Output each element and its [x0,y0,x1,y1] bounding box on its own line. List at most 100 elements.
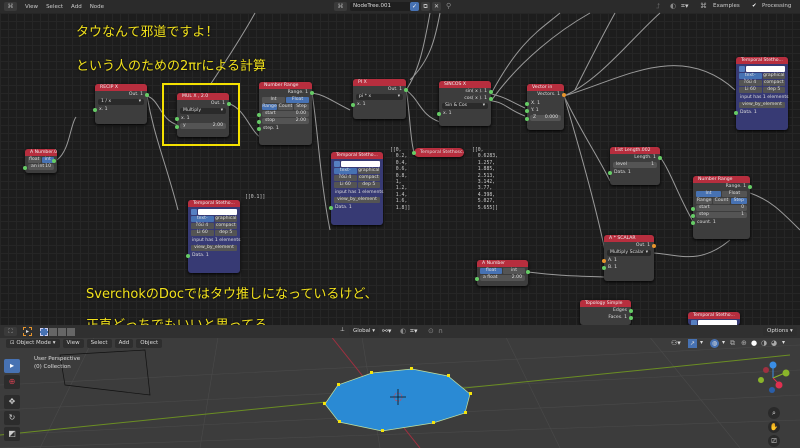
menu-view[interactable]: View [62,339,84,348]
rounding-field[interactable]: rou 4 [334,175,357,181]
view-by-element-button[interactable]: view_by_element [334,197,380,203]
node-temporal-stethoscope-3[interactable]: Temporal Stetho... text-bas...graphical … [734,57,789,130]
color-swatch[interactable] [334,161,340,167]
mode-float-button[interactable]: float [28,157,41,163]
output-socket-edges[interactable] [629,308,633,313]
node-header[interactable]: PI X [353,79,406,86]
chevron-down-icon[interactable]: ▾ [700,339,704,346]
line-width-field[interactable]: Li 60 [191,230,214,236]
select-extend-icon[interactable] [49,327,57,336]
menu-add[interactable]: Add [71,3,82,10]
xray-icon[interactable]: ⧉ [730,339,735,347]
color-swatch[interactable] [191,209,197,215]
function-dropdown[interactable]: Multiply▾ [180,108,226,114]
select-subtract-icon[interactable] [58,327,66,336]
input-socket[interactable] [734,110,738,115]
depth-field[interactable]: dep 5 [762,87,785,93]
output-socket-faces[interactable] [629,315,633,320]
node-header[interactable]: A * SCALAR [604,235,654,242]
select-tool-icon[interactable]: ▸ [23,327,32,336]
input-socket-step[interactable] [691,213,695,218]
output-socket[interactable] [658,155,662,160]
proportional-edit-icon[interactable]: ⊙ [428,327,434,335]
mode-float-button[interactable]: float [480,268,502,274]
wireframe-shading-icon[interactable]: ⊕ [741,339,747,347]
y-value-field[interactable]: 2.00 [212,123,223,128]
output-socket-sin[interactable] [489,89,493,94]
snap-icon[interactable]: ◐ [400,327,407,335]
node-recip-x[interactable]: RECIP X Out. 1 1 / x▾ x. 1 [93,84,149,124]
snap-grid-icon[interactable]: ⌗▾ [681,2,689,10]
node-header[interactable]: Number Range [693,176,750,183]
processing-check-icon[interactable]: ✔ [752,3,757,9]
output-socket[interactable] [526,269,530,274]
tab-range[interactable]: Range [696,198,713,204]
tool-scale[interactable]: ◩ [4,427,20,441]
input-socket-x[interactable] [525,101,529,106]
output-socket[interactable] [652,243,656,248]
line-width-field[interactable]: Li 60 [334,182,357,188]
output-socket[interactable] [52,158,56,163]
mode-int-button[interactable]: int [41,157,54,163]
menu-node[interactable]: Node [89,3,105,10]
function-dropdown[interactable]: Sin & Cos▾ [442,103,488,109]
menu-select[interactable]: Select [46,3,64,10]
editor-type-icon[interactable]: ⌘ [4,2,17,11]
duplicate-icon[interactable]: ⧉ [421,2,430,11]
zoom-view-icon[interactable]: ⌕ [768,407,780,419]
int-value-field[interactable]: 10 [45,164,51,169]
chevron-down-icon[interactable]: ▾ [722,339,726,346]
menu-add[interactable]: Add [114,339,134,348]
input-socket-count[interactable] [691,220,695,225]
mode-float-button[interactable]: Float [722,191,747,197]
input-socket[interactable] [351,102,355,107]
z-value-field[interactable]: 0.000 [544,115,558,120]
level-value-field[interactable]: 1 [651,162,654,167]
color-field[interactable] [698,320,737,325]
graphical-button[interactable]: graphical [357,168,380,174]
tab-step[interactable]: Step [730,198,747,204]
input-socket-z[interactable] [525,116,529,121]
node-sincos-x[interactable]: SINCOS X sin( x ). 1 cos( x ). 1 Sin & C… [437,81,493,126]
input-socket-a[interactable] [602,258,606,263]
processing-toggle[interactable]: Processing [762,3,792,9]
parent-tree-icon[interactable]: ⮥ [656,2,661,10]
node-topology-simple[interactable]: Topology Simple Edges Faces. 1 [580,300,633,325]
navigation-gizmo[interactable] [755,360,800,400]
tool-rotate[interactable]: ↻ [4,411,20,425]
fake-user-shield-icon[interactable]: ✓ [410,2,419,11]
mode-int-button[interactable]: int [503,268,525,274]
material-shading-icon[interactable]: ◑ [761,339,768,347]
color-swatch[interactable] [739,66,745,72]
pivot-point-icon[interactable]: ⚯▾ [382,327,392,335]
tab-range[interactable]: Range [262,104,277,110]
color-field[interactable] [341,161,380,167]
node-pi-x[interactable]: PI X Out. 1 pi * x▾ x. 1 [351,79,408,119]
menu-select[interactable]: Select [86,339,112,348]
input-socket-y[interactable] [525,108,529,113]
snap-increment-icon[interactable]: ⌗▾ [410,327,418,335]
compact-button[interactable]: compact [214,223,237,229]
node-tree-name-field[interactable]: NodeTree.001 [350,2,418,11]
node-header[interactable]: Temporal Stetho... [688,312,740,319]
pin-icon[interactable]: ⚲ [446,2,452,10]
input-socket-x[interactable] [175,116,179,121]
compact-button[interactable]: compact [357,175,380,181]
menu-view[interactable]: View [25,3,39,10]
color-swatch[interactable] [691,320,697,325]
function-dropdown[interactable]: 1 / x▾ [98,99,144,105]
depth-field[interactable]: dep 5 [357,182,380,188]
color-field[interactable] [198,209,237,215]
input-socket[interactable] [23,165,27,170]
node-header[interactable]: List Length.002 [610,147,660,154]
view-by-element-button[interactable]: view_by_element [739,102,785,108]
mode-int-button[interactable]: Int [696,191,721,197]
tab-step[interactable]: Step [294,104,309,110]
node-a-scalar[interactable]: A * SCALAR Out. 1 Multiply Scalar▾ A. 1 … [602,235,656,281]
node-temporal-stethoscope-2[interactable]: Temporal Stetho... text-bas...graphical … [329,152,384,225]
solid-shading-icon[interactable]: ● [751,339,758,347]
compact-button[interactable]: compact [762,80,785,86]
